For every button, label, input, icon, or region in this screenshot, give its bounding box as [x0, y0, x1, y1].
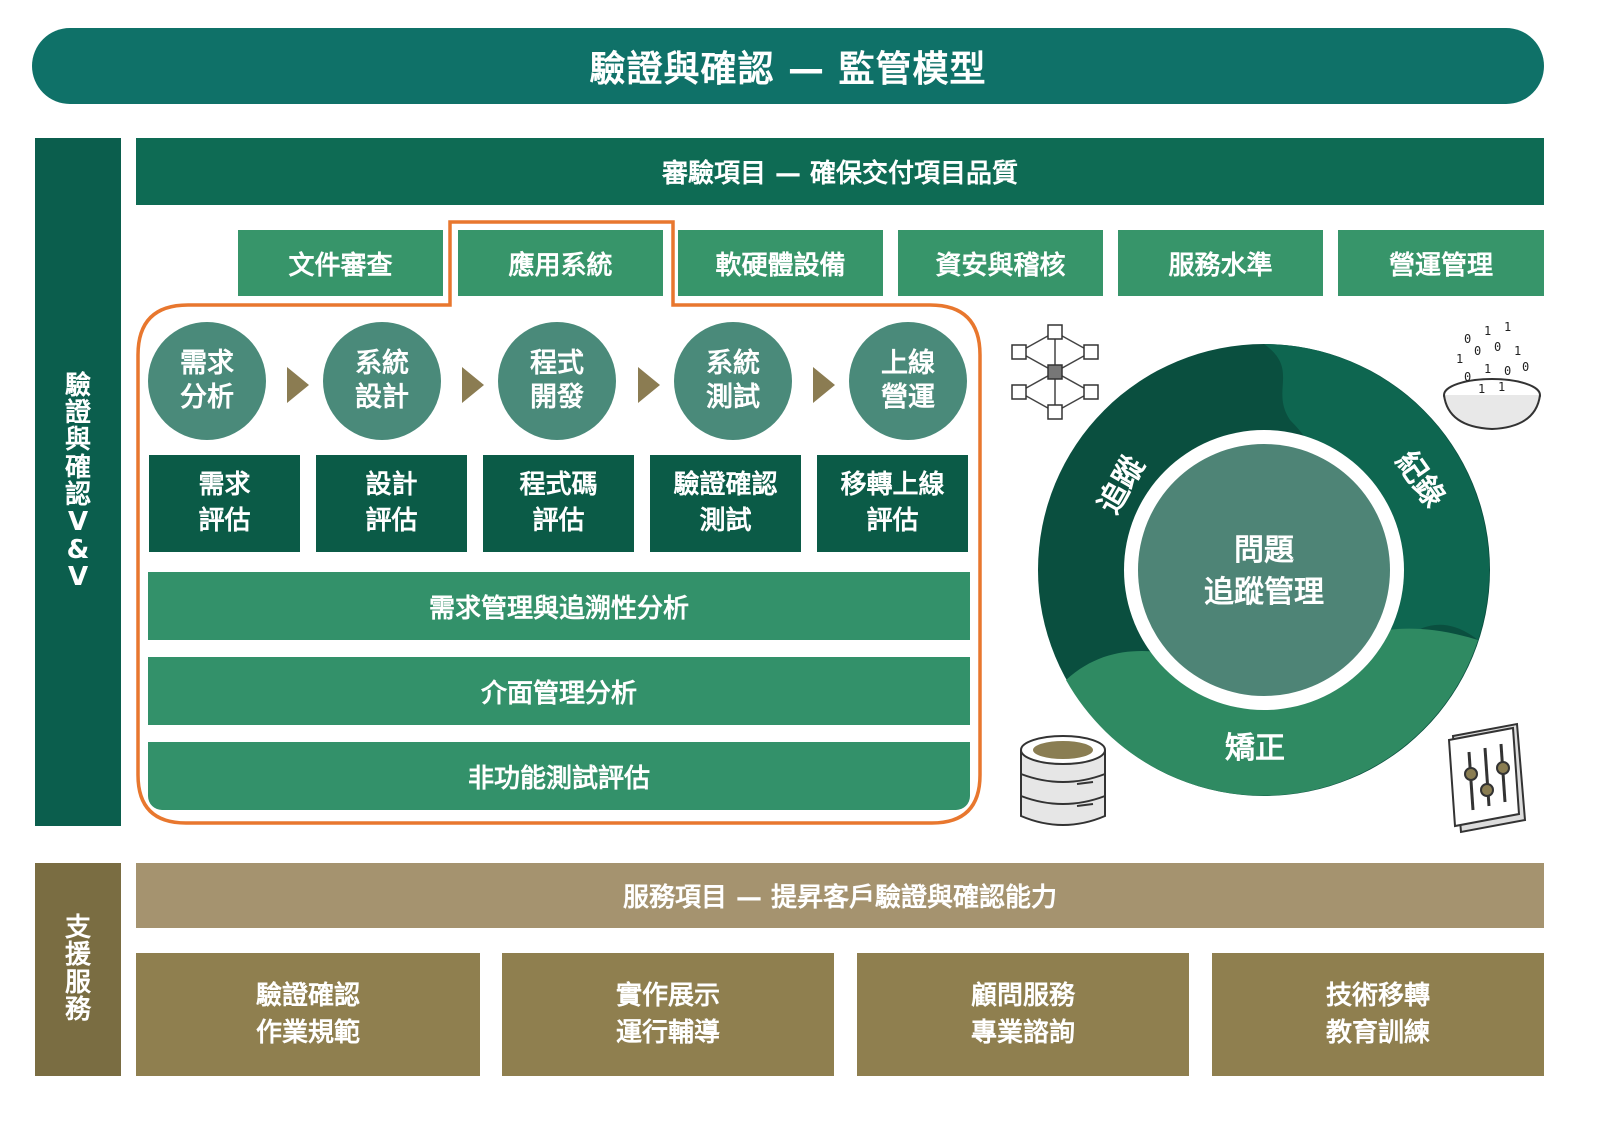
svg-text:0: 0 [1464, 370, 1471, 384]
assessment-label: 需求 [198, 470, 251, 501]
phase-circle: 需求 分析 [148, 322, 266, 440]
vv-char: 證 [64, 398, 91, 429]
svg-text:1: 1 [1514, 344, 1521, 358]
support-char: 服 [64, 967, 91, 998]
arrow-right-icon [813, 367, 835, 403]
cycle-center-label-1: 問題 [1234, 533, 1294, 568]
service-label: 技術移轉 [1325, 981, 1430, 1012]
arrow-right-icon [462, 367, 484, 403]
category-security-audit: 資安與稽核 [898, 230, 1103, 296]
svg-text:0: 0 [1522, 360, 1529, 374]
vv-char: V [67, 507, 89, 538]
cycle-center-label-2: 追蹤管理 [1204, 575, 1324, 610]
issue-tracking-cycle: 問題 追蹤管理 追蹤 紀錄 矯正 [1038, 344, 1490, 796]
equalizer-icon [1447, 722, 1527, 834]
phase-circle: 程式 開發 [498, 322, 616, 440]
service-item: 技術移轉 教育訓練 [1212, 953, 1544, 1076]
assessment-box: 移轉上線 評估 [817, 455, 968, 552]
svg-text:1: 1 [1456, 352, 1463, 366]
arrow-right-icon [638, 367, 660, 403]
assessment-label: 設計 [365, 470, 418, 501]
support-char: 務 [64, 994, 91, 1025]
category-service-level: 服務水準 [1118, 230, 1323, 296]
assessment-label: 評估 [532, 505, 585, 536]
band-requirements-traceability: 需求管理與追溯性分析 [148, 572, 970, 640]
assessment-label: 程式碼 [519, 470, 598, 501]
phase-circle: 上線 營運 [849, 322, 967, 440]
assessment-label: 驗證確認 [673, 470, 778, 501]
assessment-box: 設計 評估 [316, 455, 467, 552]
phase-label: 系統 [355, 348, 409, 380]
service-label: 驗證確認 [255, 981, 360, 1012]
svg-text:1: 1 [1478, 382, 1485, 396]
phase-label: 營運 [881, 382, 935, 413]
phase-label: 測試 [706, 382, 760, 413]
assessment-label: 評估 [198, 505, 251, 536]
phase-circle: 系統 設計 [323, 322, 441, 440]
service-label: 教育訓練 [1325, 1017, 1430, 1048]
assessment-label: 評估 [866, 505, 919, 536]
vv-char: 認 [64, 480, 91, 510]
vv-char: 確 [64, 452, 91, 483]
band-nonfunctional-test: 非功能測試評估 [148, 742, 970, 810]
phase-label: 上線 [881, 348, 935, 380]
assessment-label: 移轉上線 [840, 470, 945, 501]
support-char: 援 [64, 940, 91, 971]
vv-char: 與 [64, 425, 91, 456]
service-item: 驗證確認 作業規範 [136, 953, 480, 1076]
support-char: 支 [64, 912, 91, 943]
service-label: 實作展示 [615, 981, 720, 1012]
assessment-box: 程式碼 評估 [483, 455, 634, 552]
database-icon [1020, 735, 1106, 826]
service-item: 實作展示 運行輔導 [502, 953, 834, 1076]
assessment-box: 驗證確認 測試 [650, 455, 801, 552]
phase-label: 需求 [180, 348, 234, 380]
review-header: 審驗項目 — 確保交付項目品質 [136, 138, 1544, 205]
service-label: 運行輔導 [615, 1017, 720, 1048]
services-header: 服務項目 — 提昇客戶驗證與確認能力 [136, 863, 1544, 928]
network-icon [1011, 324, 1099, 420]
vv-char: 驗 [64, 370, 91, 401]
category-hardware-software: 軟硬體設備 [678, 230, 883, 296]
phase-label: 程式 [530, 348, 584, 380]
phase-label: 系統 [706, 348, 760, 380]
svg-text:1: 1 [1504, 320, 1511, 334]
vv-char: & [66, 534, 90, 565]
service-label: 顧問服務 [970, 981, 1075, 1012]
svg-text:0: 0 [1474, 344, 1481, 358]
page-title: 驗證與確認 — 監管模型 [32, 28, 1544, 104]
assessment-label: 測試 [699, 505, 752, 536]
phase-circle: 系統 測試 [674, 322, 792, 440]
support-side-label: 支 援 服 務 [35, 863, 121, 1076]
band-interface-analysis: 介面管理分析 [148, 657, 970, 725]
phase-label: 開發 [530, 382, 584, 413]
assessment-box: 需求 評估 [149, 455, 300, 552]
svg-text:1: 1 [1484, 324, 1491, 338]
category-application-system: 應用系統 [458, 230, 663, 296]
service-label: 專業諮詢 [970, 1017, 1075, 1048]
category-document-review: 文件審查 [238, 230, 443, 296]
category-operations: 營運管理 [1338, 230, 1544, 296]
svg-text:0: 0 [1494, 340, 1501, 354]
arrow-right-icon [287, 367, 309, 403]
assessment-label: 評估 [365, 505, 418, 536]
phase-label: 分析 [180, 382, 234, 413]
vv-char: V [67, 561, 89, 592]
service-label: 作業規範 [255, 1017, 360, 1048]
cycle-segment-correct: 矯正 [1225, 731, 1285, 766]
phase-label: 設計 [355, 382, 409, 413]
vv-side-label: 驗 證 與 確 認 V & V [35, 138, 121, 826]
svg-text:0: 0 [1464, 332, 1471, 346]
service-item: 顧問服務 專業諮詢 [857, 953, 1189, 1076]
svg-text:1: 1 [1498, 380, 1505, 394]
svg-text:1: 1 [1484, 362, 1491, 376]
svg-text:0: 0 [1504, 364, 1511, 378]
